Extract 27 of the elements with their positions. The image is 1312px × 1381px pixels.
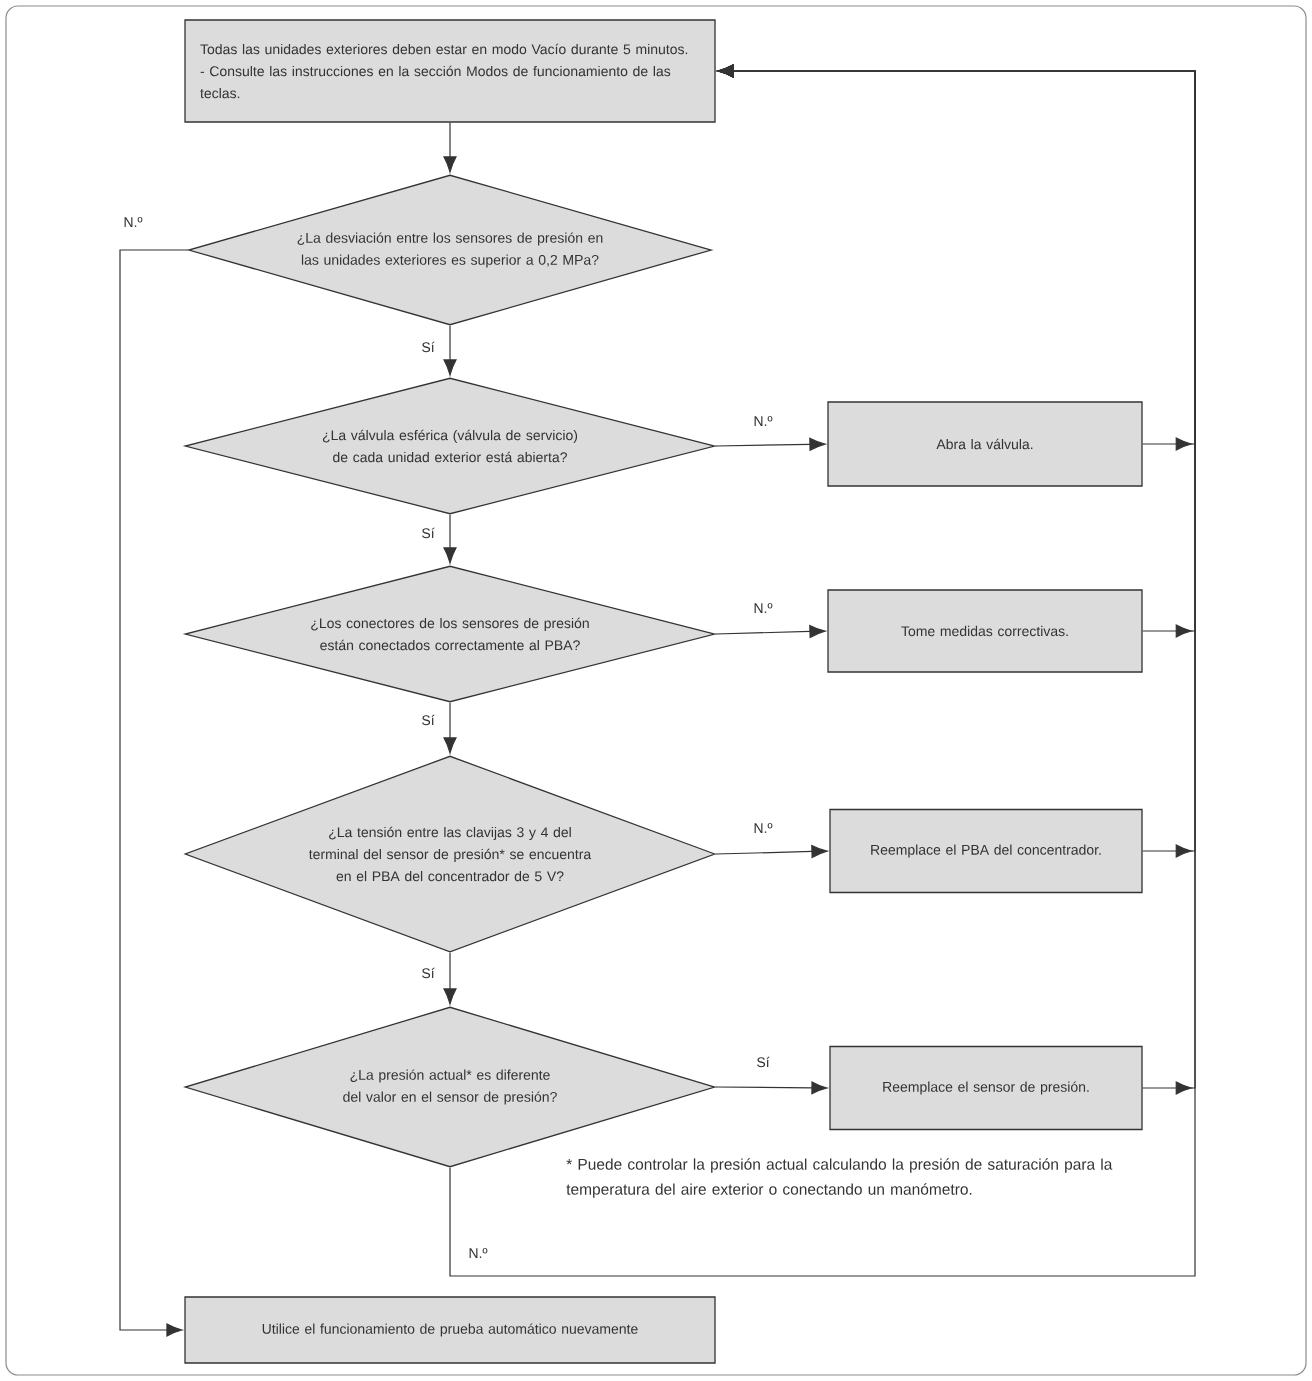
edge-label: Sí	[420, 966, 436, 980]
process-box: Reemplace el sensor de presión.	[829, 1045, 1143, 1131]
edge-label: N.º	[752, 822, 774, 834]
arrow	[443, 952, 457, 1005]
edge-label: Sí	[420, 713, 436, 727]
arrow	[715, 844, 828, 858]
process-box: Abra la válvula.	[827, 401, 1143, 487]
process-box: Reemplace el PBA del concentrador.	[829, 808, 1143, 894]
process-box: Utilice el funcionamiento de prueba automático nuevamente	[184, 1296, 716, 1364]
edge-label: N.º	[467, 1247, 489, 1259]
arrow	[443, 325, 457, 376]
arrow	[715, 437, 826, 451]
edge-label: Sí	[420, 526, 436, 540]
edge-label: N.º	[752, 602, 774, 614]
process-box: Tome medidas correctivas.	[827, 589, 1143, 673]
arrow	[449, 64, 1196, 1277]
arrow	[443, 122, 457, 173]
edge-label: N.º	[122, 216, 144, 228]
edge-label: Sí	[755, 1055, 771, 1069]
edge-label: Sí	[420, 340, 436, 354]
process-box: Todas las unidades exteriores deben estar en modo Vacío durante 5 minutos. - Consulte las instrucciones en la sección Modos de funcionamiento de las teclas.	[184, 19, 716, 123]
edge-label: N.º	[752, 415, 774, 427]
arrow	[715, 1081, 828, 1095]
arrow	[715, 624, 826, 638]
arrow	[443, 514, 457, 564]
arrow	[119, 249, 189, 1337]
arrow	[443, 702, 457, 754]
